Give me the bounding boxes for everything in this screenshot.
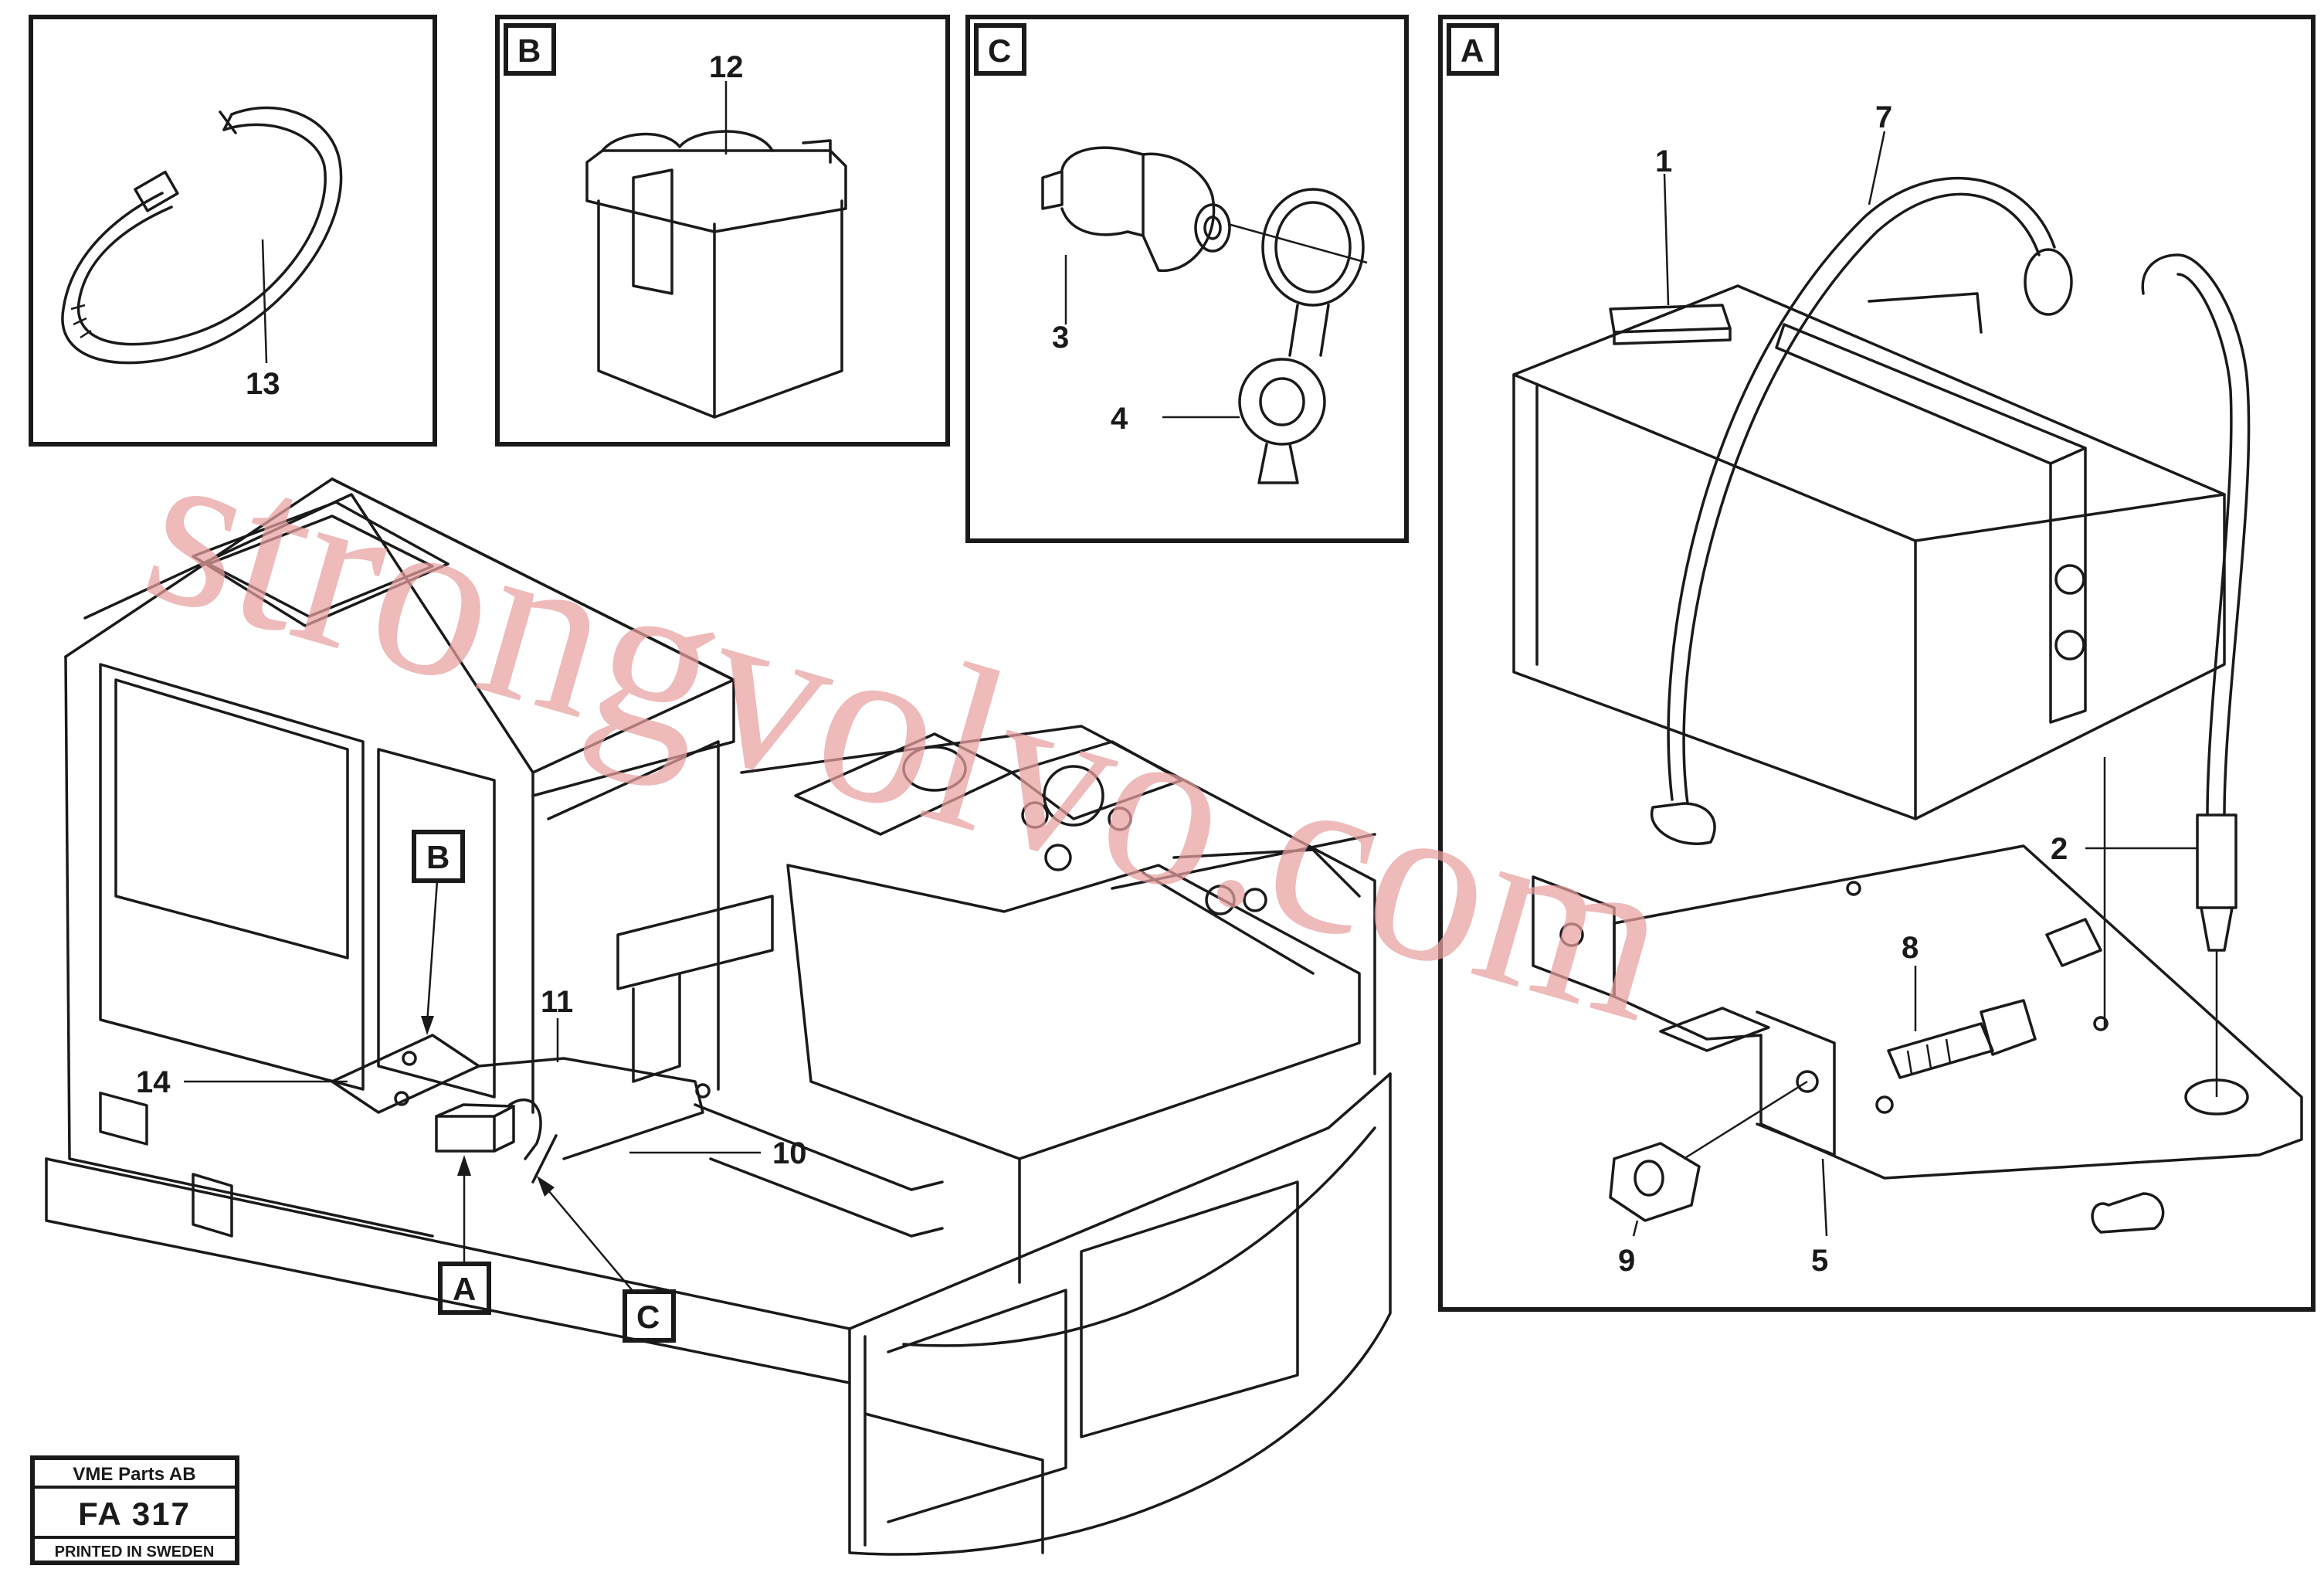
bracket-5-drawing <box>1532 757 2303 1180</box>
part-label-12: 12 <box>709 50 744 84</box>
detail-box-label-b: B <box>517 32 541 69</box>
part-label-9: 9 <box>1618 1244 1635 1278</box>
stamp-company: VME Parts AB <box>73 1464 195 1485</box>
part-label-11: 11 <box>541 985 573 1019</box>
part-label-3: 3 <box>1052 321 1069 355</box>
callout-c: C <box>537 1176 676 1343</box>
part-label-1: 1 <box>1655 144 1672 178</box>
callout-b: B <box>412 830 465 1035</box>
relay-drawing <box>585 130 847 419</box>
part-label-2: 2 <box>2051 832 2068 866</box>
part-label-4: 4 <box>1111 402 1128 436</box>
part-label-7: 7 <box>1875 100 1892 134</box>
part-label-13: 13 <box>246 367 280 401</box>
cable-7-drawing <box>1650 176 2073 845</box>
callout-label-a: A <box>453 1271 476 1307</box>
cable-tie-drawing <box>61 106 343 365</box>
excavator-structure-drawing <box>45 477 1392 1556</box>
part-label-10: 10 <box>772 1136 807 1170</box>
detail-box-label-a: A <box>1461 32 1484 69</box>
socket-drawing <box>1041 146 1368 484</box>
callout-label-c: C <box>636 1299 660 1335</box>
detail-panel-a: A <box>1438 15 2316 1312</box>
detail-box-label-c: C <box>988 32 1011 69</box>
vme-stamp: VME Parts AB FA 317 PRINTED IN SWEDEN <box>30 1455 239 1565</box>
watermark-text: strongvolvo.com <box>122 392 1696 1071</box>
stamp-footer: PRINTED IN SWEDEN <box>55 1544 215 1561</box>
part-label-14: 14 <box>136 1065 171 1099</box>
part-label-8: 8 <box>1902 931 1919 965</box>
stamp-code: FA 317 <box>78 1496 191 1532</box>
callout-label-b: B <box>426 839 450 875</box>
detail-panel-b: B 12 <box>495 15 950 447</box>
unit-box-drawing <box>1512 284 2226 820</box>
detail-panel-c: C 3 4 <box>965 15 1409 543</box>
part-label-5: 5 <box>1811 1244 1828 1278</box>
callout-a: A <box>438 1155 491 1315</box>
cable-2-drawing <box>2141 253 2251 1097</box>
bolt-8-drawing <box>1887 918 2102 1079</box>
detail-panel-cable-tie: 13 <box>29 15 437 447</box>
nut-9-drawing <box>1609 1080 2165 1234</box>
